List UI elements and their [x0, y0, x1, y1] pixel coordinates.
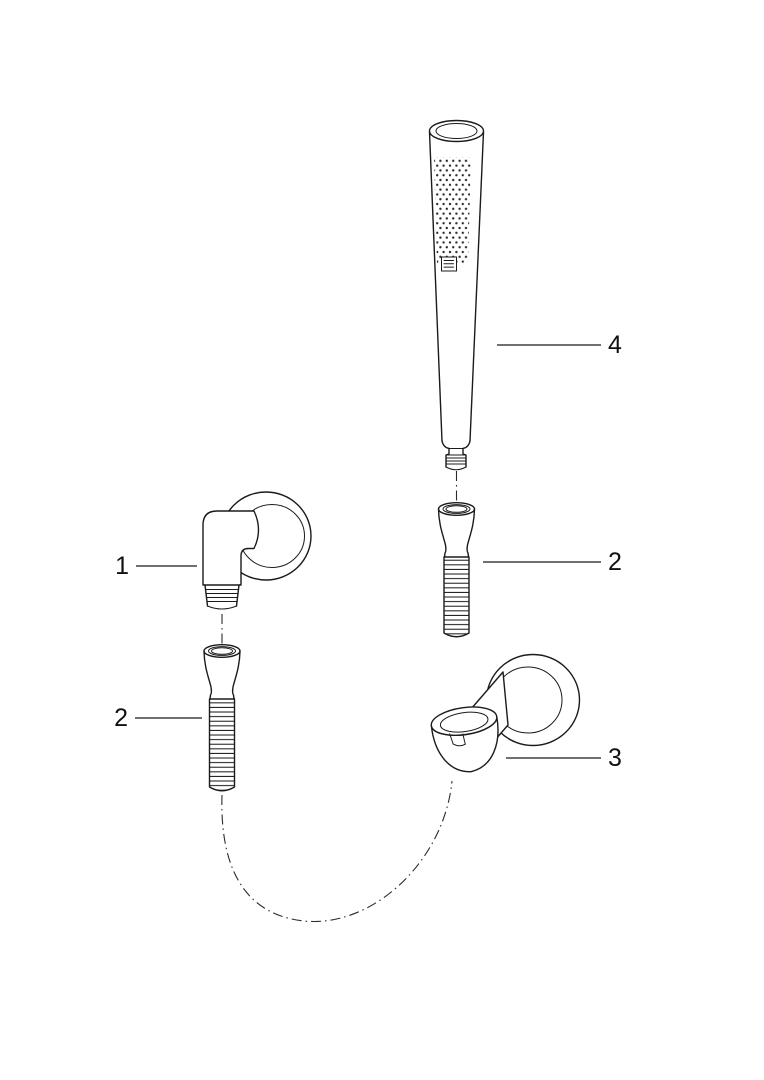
hose-ribbed-left [208, 698, 236, 792]
brand-badge [441, 256, 457, 272]
callout-label-2-right: 2 [608, 548, 622, 576]
hose-connector-left [203, 644, 241, 792]
callout-label-2-left: 2 [114, 704, 128, 732]
bracket-holder-cup [430, 706, 499, 773]
callout-label-4: 4 [608, 331, 622, 359]
spray-face-dots [434, 157, 471, 264]
wall-bracket [430, 653, 581, 773]
callout-label-3: 3 [608, 744, 622, 772]
hand-shower [428, 119, 485, 471]
hose-connector-right [437, 502, 476, 638]
callout-label-1: 1 [115, 552, 129, 580]
elbow-threads [204, 584, 240, 610]
elbow-body [202, 510, 260, 586]
hose-ribbed-right [443, 556, 470, 638]
wall-elbow [202, 491, 312, 610]
hand-shower-outlet-threads [441, 440, 471, 471]
callouts: 4 2 1 2 3 [114, 331, 622, 772]
hose-routing-curve [221, 780, 453, 923]
